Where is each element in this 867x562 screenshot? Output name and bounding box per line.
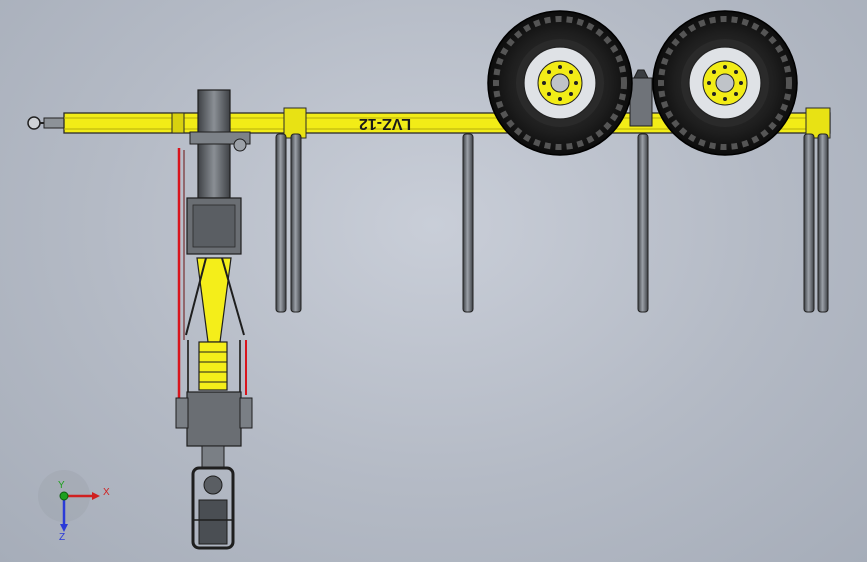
z-axis-label: Z [59,532,66,543]
axle-bogie[interactable] [629,69,653,127]
view-triad[interactable] [38,470,100,532]
bunker-stakes[interactable] [275,133,829,313]
stake [803,133,815,313]
y-axis-dot [59,491,69,501]
stake [275,133,287,313]
stake [290,133,302,313]
hydraulic-hoses [177,148,247,400]
wheel-rear[interactable] [652,10,798,156]
stake [637,133,649,313]
frame-label: LVZ-12 [359,115,411,132]
crane-column[interactable] [186,89,251,255]
stake [462,133,474,313]
x-axis-label: X [103,487,110,498]
grapple[interactable] [191,445,235,550]
y-axis-label: Y [58,480,65,491]
wheel-front[interactable] [487,10,633,156]
tow-hitch[interactable] [27,116,66,130]
crane-head[interactable] [175,391,253,447]
stake [817,133,829,313]
crane-boom[interactable] [185,257,245,392]
